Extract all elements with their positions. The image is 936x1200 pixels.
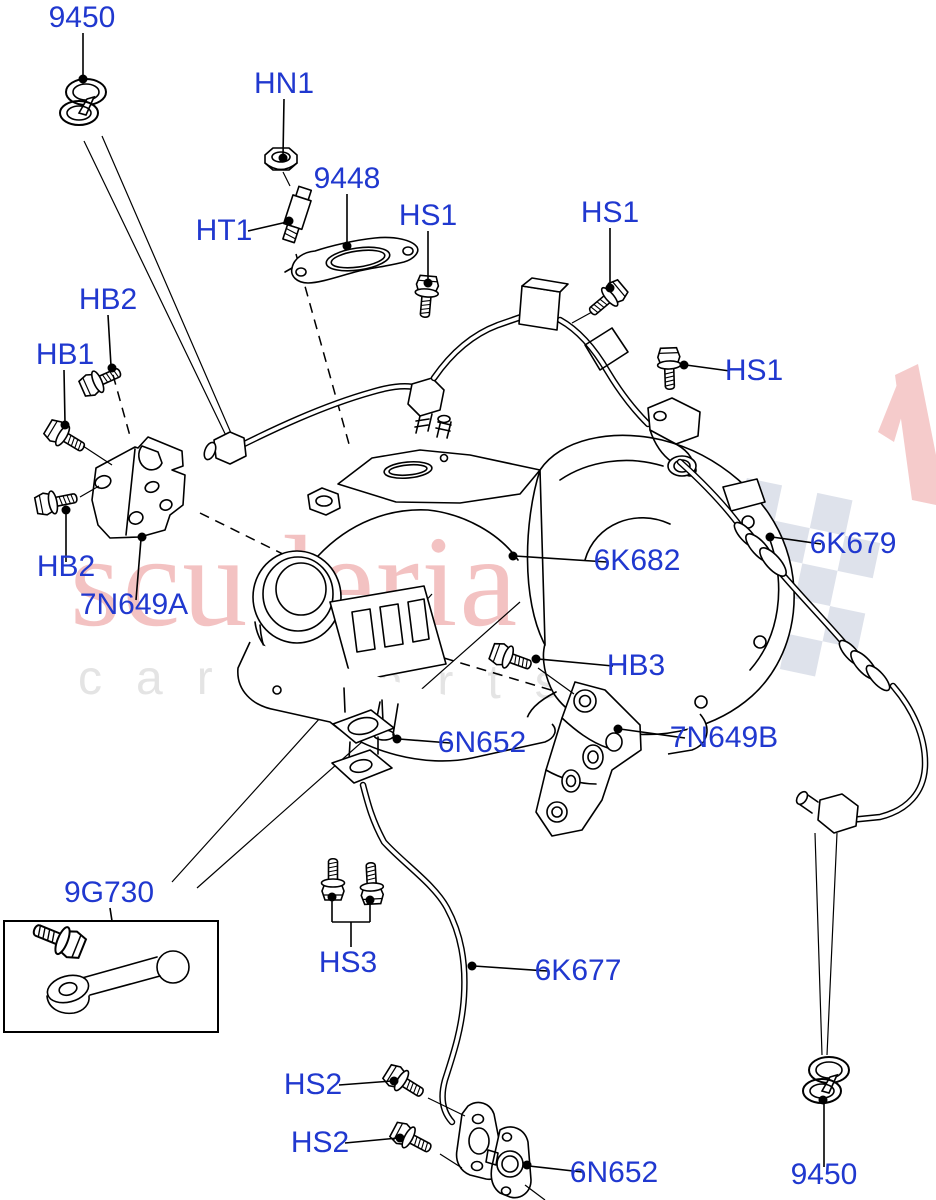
bolt-hs2-b-drawing bbox=[387, 1118, 437, 1160]
egr-flange-6n652-drawing bbox=[455, 1101, 546, 1200]
part-label-hn1: HN1 bbox=[254, 67, 314, 100]
part-label-hb1: HB1 bbox=[36, 338, 94, 371]
part-label-9450-top: 9450 bbox=[49, 1, 116, 34]
watermark-car-text: car bbox=[78, 652, 247, 705]
grommet-bottom-drawing bbox=[802, 1056, 850, 1104]
part-label-hb3: HB3 bbox=[607, 649, 665, 682]
part-label-9g730: 9G730 bbox=[64, 876, 154, 909]
bracket-7n649a-drawing bbox=[91, 436, 186, 539]
part-label-hs3: HS3 bbox=[319, 946, 377, 979]
banjo-kit-9g730-drawing bbox=[3, 914, 219, 1033]
part-label-hs1-a: HS1 bbox=[399, 199, 457, 232]
part-label-hs1-c: HS1 bbox=[725, 354, 783, 387]
bolt-hs1-b-drawing bbox=[582, 276, 631, 323]
alignment-dashed-lines bbox=[112, 253, 572, 697]
part-label-9450-bot: 9450 bbox=[791, 1158, 858, 1191]
gasket-9448-drawing bbox=[284, 236, 419, 284]
fasteners bbox=[33, 274, 683, 1169]
part-label-ht1: HT1 bbox=[196, 214, 253, 247]
drawing bbox=[3, 78, 929, 1200]
watermark-letter-fragment bbox=[878, 364, 936, 505]
part-label-6n652-b: 6N652 bbox=[570, 1156, 658, 1189]
bolt-hs2-a-drawing bbox=[380, 1061, 430, 1104]
part-label-hs2-b: HS2 bbox=[291, 1126, 349, 1159]
oil-drain-6k677-drawing bbox=[331, 687, 468, 1126]
part-label-hb2-b: HB2 bbox=[37, 550, 95, 583]
part-label-6k682: 6K682 bbox=[594, 544, 681, 577]
part-label-6n652-a: 6N652 bbox=[438, 726, 526, 759]
grommet-top-drawing bbox=[59, 78, 107, 126]
coolant-tube-drawing bbox=[203, 277, 701, 477]
part-label-hs2-a: HS2 bbox=[284, 1068, 342, 1101]
part-label-6k677: 6K677 bbox=[535, 954, 622, 987]
callouts: 9450 HN1 HT1 9448 HS1 HS1 HS1 HB2 HB1 HB… bbox=[36, 1, 897, 1191]
part-label-hb2-a: HB2 bbox=[79, 283, 137, 316]
part-label-7n649b: 7N649B bbox=[670, 721, 778, 754]
bolt-hs1-c-drawing bbox=[656, 346, 683, 391]
sensor-ht1-drawing bbox=[282, 185, 313, 244]
part-label-6k679: 6K679 bbox=[810, 527, 897, 560]
bracket-7n649b-drawing bbox=[535, 681, 642, 837]
leader-dots bbox=[60, 74, 828, 1170]
part-label-9448: 9448 bbox=[314, 162, 381, 195]
coolant-hose-6k679-drawing bbox=[676, 458, 929, 834]
part-label-7n649a: 7N649A bbox=[80, 588, 188, 621]
part-label-hs1-b: HS1 bbox=[581, 196, 639, 229]
